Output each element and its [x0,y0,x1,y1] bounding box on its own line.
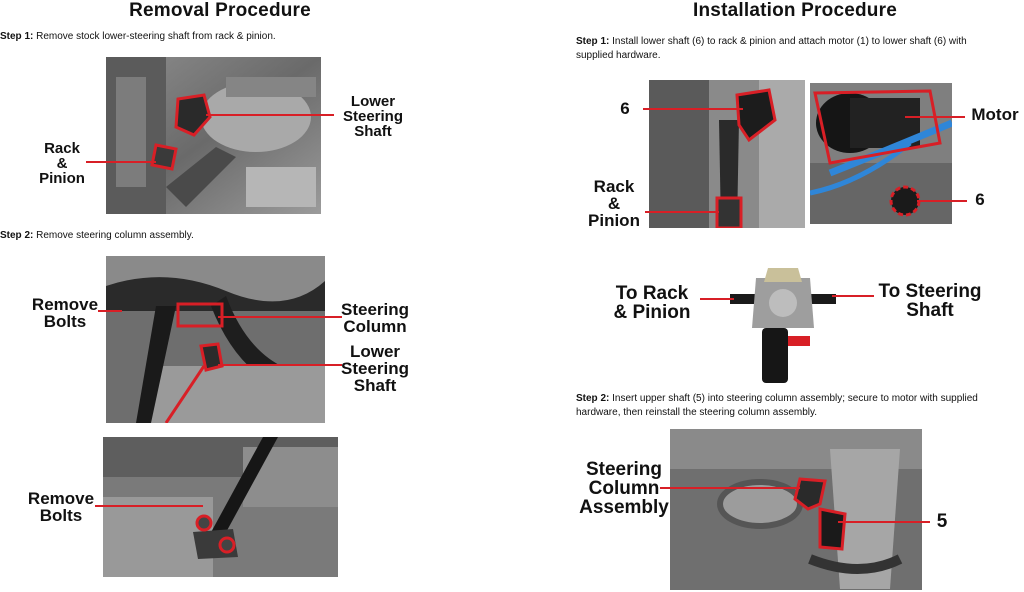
step-text: Install lower shaft (6) to rack & pinion… [576,36,967,61]
leader-line [98,310,122,312]
leader-line [905,116,965,118]
callout-motor: Motor [971,105,1019,124]
callout-remove-bolts: Remove Bolts [31,295,99,331]
step-label: Step 2: [576,393,610,404]
step-text: Insert upper shaft (5) into steering col… [576,393,978,418]
step-text: Remove steering column assembly. [33,230,194,241]
callout-steering-column-assembly: Steering Column Assembly [579,459,669,518]
callout-six-b: 6 [975,190,985,209]
step-text: Remove stock lower-steering shaft from r… [33,31,276,42]
callout-rack-pinion: Rack & Pinion [39,140,85,187]
leader-line [218,316,342,318]
step-label: Step 2: [0,230,34,241]
leader-line [660,487,800,489]
leader-line [643,108,743,110]
motor-product-image [728,258,838,386]
leader-line [218,364,342,366]
leader-line [838,521,930,523]
callout-to-rack-pinion: To Rack & Pinion [613,283,691,323]
install-photo-b [810,83,952,224]
installation-step2: Step 2: Insert upper shaft (5) into stee… [576,392,1006,420]
step-label: Step 1: [0,31,34,42]
callout-lower-steering-shaft: Lower Steering Shaft [342,93,403,140]
step-label: Step 1: [576,36,610,47]
callout-six-a: 6 [620,99,630,118]
install-photo-c [670,429,922,590]
leader-line [206,114,334,116]
removal-title: Removal Procedure [129,0,311,21]
removal-photo-2 [106,256,325,423]
leader-line [917,200,967,202]
leader-line [645,211,719,213]
installation-step1: Step 1: Install lower shaft (6) to rack … [576,35,996,63]
callout-lower-steering-shaft-2: Lower Steering Shaft [340,342,410,395]
callout-remove-bolts-2: Remove Bolts [27,489,95,525]
callout-five: 5 [936,511,948,532]
installation-title: Installation Procedure [693,0,897,21]
leader-line [95,505,203,507]
callout-install-rack-pinion: Rack & Pinion [588,177,640,230]
removal-step1: Step 1: Remove stock lower-steering shaf… [0,30,330,44]
leader-line [832,295,874,297]
callout-to-steering-shaft: To Steering Shaft [878,281,982,321]
leader-line [700,298,734,300]
removal-step2: Step 2: Remove steering column assembly. [0,229,330,243]
install-photo-a [649,80,805,228]
removal-photo-1 [106,57,321,214]
removal-photo-3 [103,437,338,577]
leader-line [86,161,156,163]
callout-steering-column: Steering Column [340,300,410,336]
